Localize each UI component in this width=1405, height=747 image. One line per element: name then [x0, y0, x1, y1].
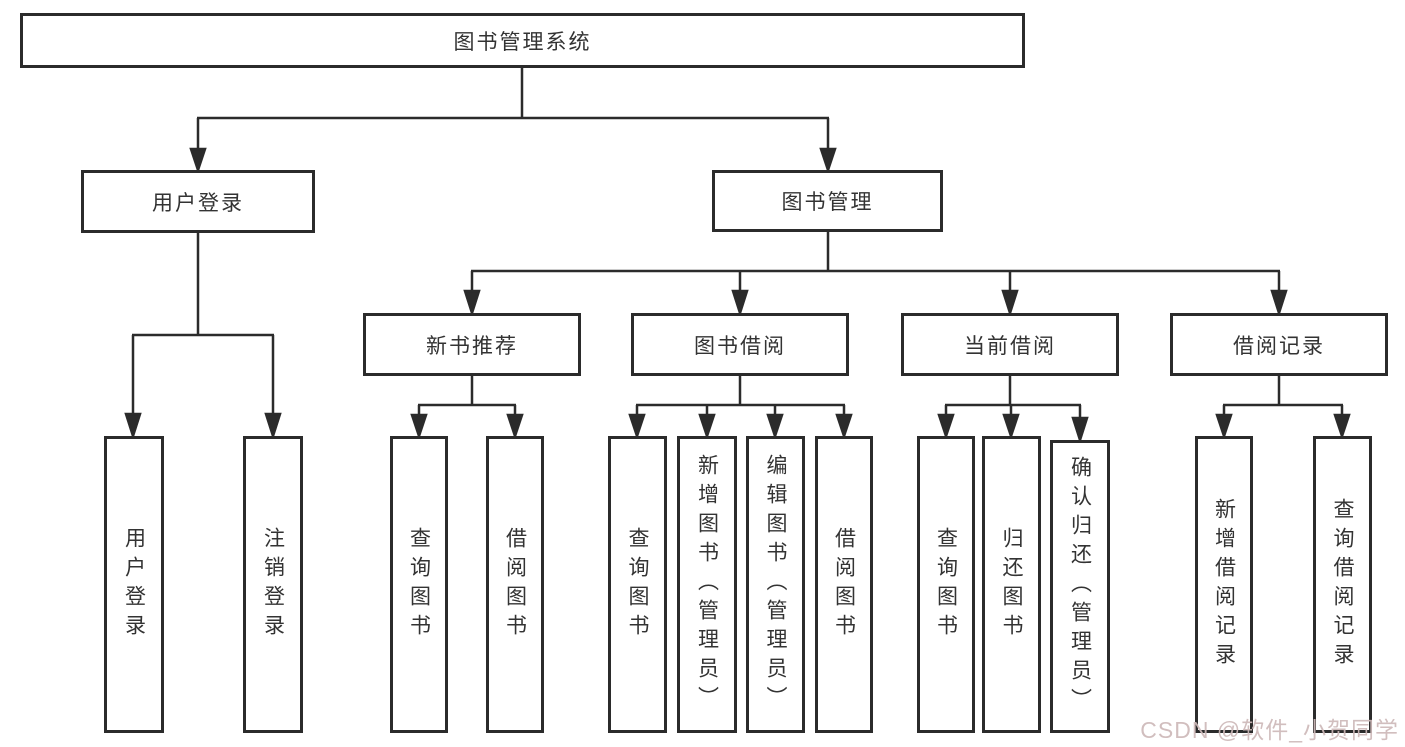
node-current-borrow: 当前借阅 — [901, 313, 1119, 376]
node-user-login-label: 用户登录 — [152, 191, 244, 215]
node-user-login: 用户登录 — [81, 170, 315, 233]
leaf-query-books-current: 查询图书 — [917, 436, 975, 733]
leaf-add-books-admin: 新增图书（管理员） — [677, 436, 737, 733]
node-borrow-records: 借阅记录 — [1170, 313, 1388, 376]
leaf-user-login: 用户登录 — [104, 436, 164, 733]
leaf-borrow-books: 借阅图书 — [815, 436, 873, 733]
connector-new-book-recommend-to-leaves — [410, 376, 524, 440]
connector-borrow-records-to-leaves — [1215, 376, 1351, 440]
node-book-borrow-label: 图书借阅 — [694, 334, 786, 358]
leaf-confirm-return-admin: 确认归还（管理员） — [1050, 440, 1110, 733]
leaf-add-borrow-record-label: 新增借阅记录 — [1212, 497, 1236, 672]
leaf-query-books-borrow-label: 查询图书 — [626, 526, 649, 643]
leaf-query-books-recommend-label: 查询图书 — [407, 526, 431, 643]
leaf-return-books-label: 归还图书 — [1000, 526, 1023, 643]
connector-book-borrow-to-leaves — [628, 376, 853, 440]
leaf-query-books-current-label: 查询图书 — [934, 526, 958, 643]
leaf-add-borrow-record: 新增借阅记录 — [1195, 436, 1253, 733]
node-new-book-recommend-label: 新书推荐 — [426, 334, 518, 358]
leaf-user-login-label: 用户登录 — [122, 526, 146, 643]
connector-current-borrow-to-leaves — [937, 376, 1089, 445]
node-current-borrow-label: 当前借阅 — [964, 334, 1056, 358]
leaf-logout: 注销登录 — [243, 436, 303, 733]
connector-book-management-to-level3 — [463, 232, 1288, 318]
leaf-borrow-books-label: 借阅图书 — [832, 526, 856, 643]
leaf-logout-label: 注销登录 — [261, 526, 285, 643]
leaf-query-borrow-record: 查询借阅记录 — [1313, 436, 1372, 733]
leaf-borrow-books-recommend-label: 借阅图书 — [503, 526, 527, 643]
leaf-query-books-borrow: 查询图书 — [608, 436, 667, 733]
leaf-query-borrow-record-label: 查询借阅记录 — [1331, 497, 1354, 672]
node-book-management: 图书管理 — [712, 170, 943, 232]
node-book-borrow: 图书借阅 — [631, 313, 849, 376]
node-new-book-recommend: 新书推荐 — [363, 313, 581, 376]
node-book-management-label: 图书管理 — [781, 191, 874, 214]
leaf-edit-books-admin-label: 编辑图书（管理员） — [764, 454, 787, 715]
node-root-system: 图书管理系统 — [20, 13, 1025, 68]
connector-root-to-level2 — [189, 68, 837, 174]
leaf-edit-books-admin: 编辑图书（管理员） — [746, 436, 805, 733]
leaf-borrow-books-recommend: 借阅图书 — [486, 436, 544, 733]
leaf-add-books-admin-label: 新增图书（管理员） — [695, 454, 719, 715]
node-root-label: 图书管理系统 — [453, 30, 592, 54]
node-borrow-records-label: 借阅记录 — [1233, 334, 1325, 358]
leaf-return-books: 归还图书 — [982, 436, 1041, 733]
leaf-query-books-recommend: 查询图书 — [390, 436, 448, 733]
leaf-confirm-return-admin-label: 确认归还（管理员） — [1068, 456, 1092, 717]
connector-user-login-to-leaves — [124, 233, 282, 441]
